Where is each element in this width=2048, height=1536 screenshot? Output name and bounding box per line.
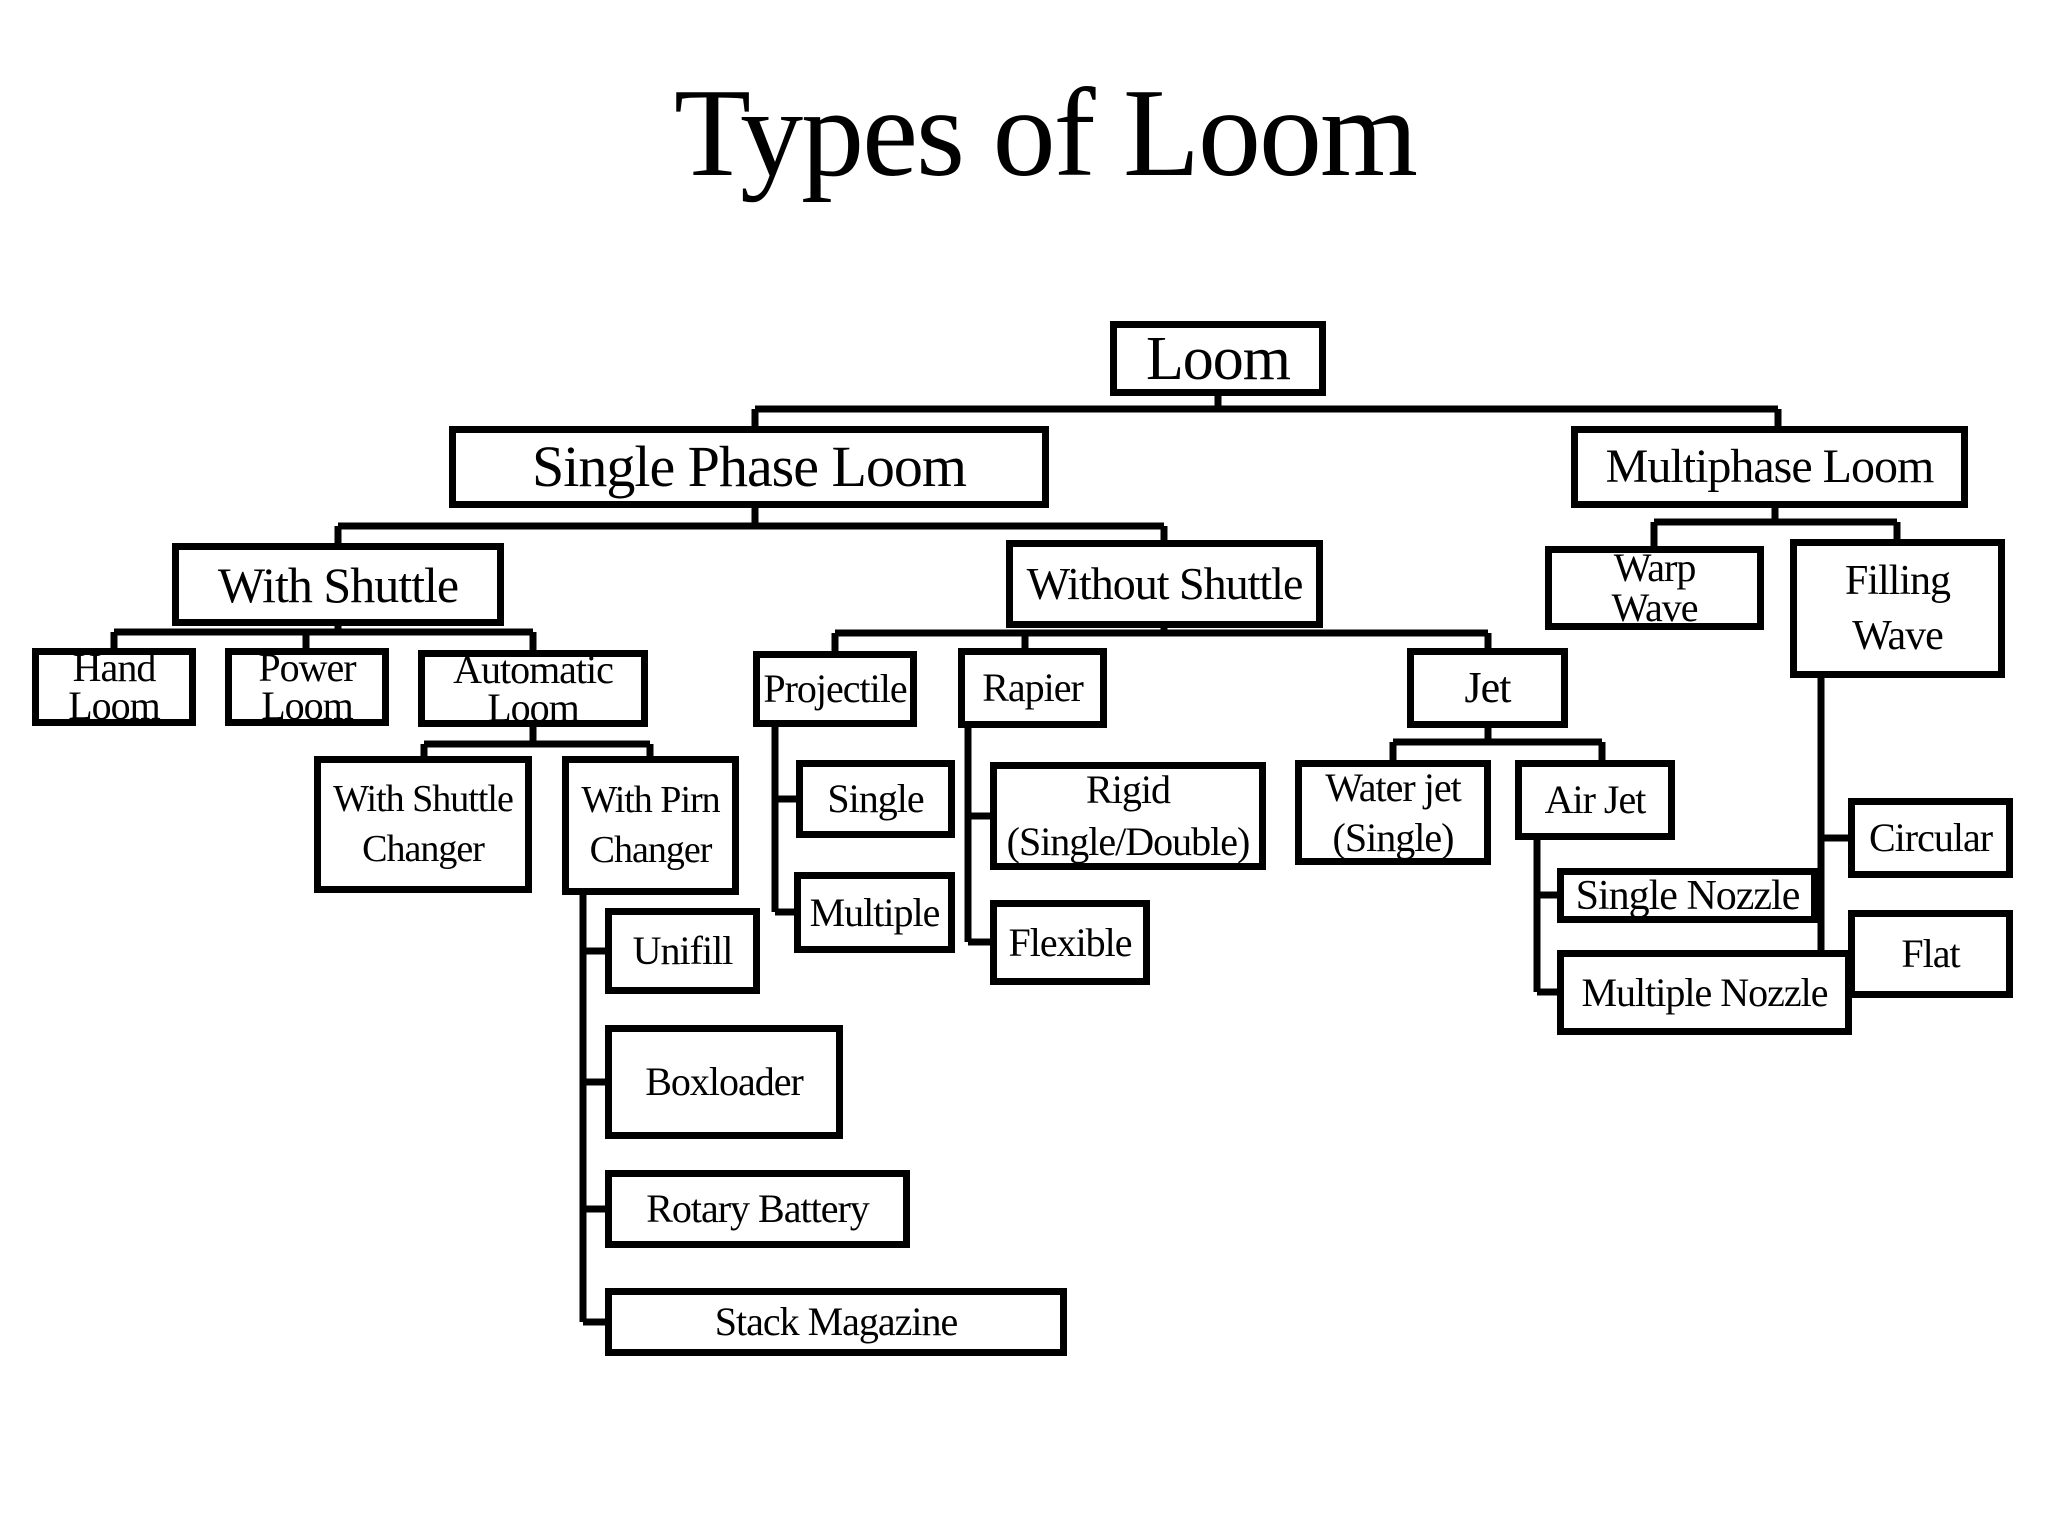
connector-path xyxy=(110,396,1901,1326)
node-loom: Loom xyxy=(1110,321,1326,396)
node-unifill: Unifill xyxy=(605,908,760,994)
node-with-pirn-changer: With Pirn Changer xyxy=(562,756,739,895)
node-water-jet: Water jet (Single) xyxy=(1295,760,1491,865)
node-power-loom: Power Loom xyxy=(225,648,389,726)
node-rotary-battery: Rotary Battery xyxy=(605,1170,910,1248)
diagram-title: Types of Loom xyxy=(673,64,1418,203)
node-warp-wave: Warp Wave xyxy=(1545,546,1764,630)
node-air-jet: Air Jet xyxy=(1515,760,1675,840)
node-multiple-nozzle: Multiple Nozzle xyxy=(1557,950,1852,1035)
node-multiple: Multiple xyxy=(794,872,955,953)
node-projectile: Projectile xyxy=(753,651,917,727)
node-flat: Flat xyxy=(1848,910,2013,998)
node-jet: Jet xyxy=(1407,648,1568,728)
node-rigid: Rigid (Single/Double) xyxy=(990,762,1266,870)
node-circular: Circular xyxy=(1848,798,2013,878)
node-single: Single xyxy=(796,760,955,838)
node-automatic-loom: Automatic Loom xyxy=(418,649,648,727)
node-single-nozzle: Single Nozzle xyxy=(1557,868,1818,923)
node-hand-loom: Hand Loom xyxy=(32,648,196,726)
node-filling-wave: Filling Wave xyxy=(1790,539,2005,678)
node-without-shuttle: Without Shuttle xyxy=(1006,540,1323,628)
node-stack-magazine: Stack Magazine xyxy=(605,1288,1067,1356)
node-boxloader: Boxloader xyxy=(605,1025,843,1139)
node-with-shuttle: With Shuttle xyxy=(172,543,504,626)
node-rapier: Rapier xyxy=(958,648,1107,728)
node-with-shuttle-changer: With Shuttle Changer xyxy=(314,756,532,893)
node-multiphase-loom: Multiphase Loom xyxy=(1571,426,1968,508)
node-flexible: Flexible xyxy=(990,900,1150,985)
node-single-phase-loom: Single Phase Loom xyxy=(449,426,1049,508)
